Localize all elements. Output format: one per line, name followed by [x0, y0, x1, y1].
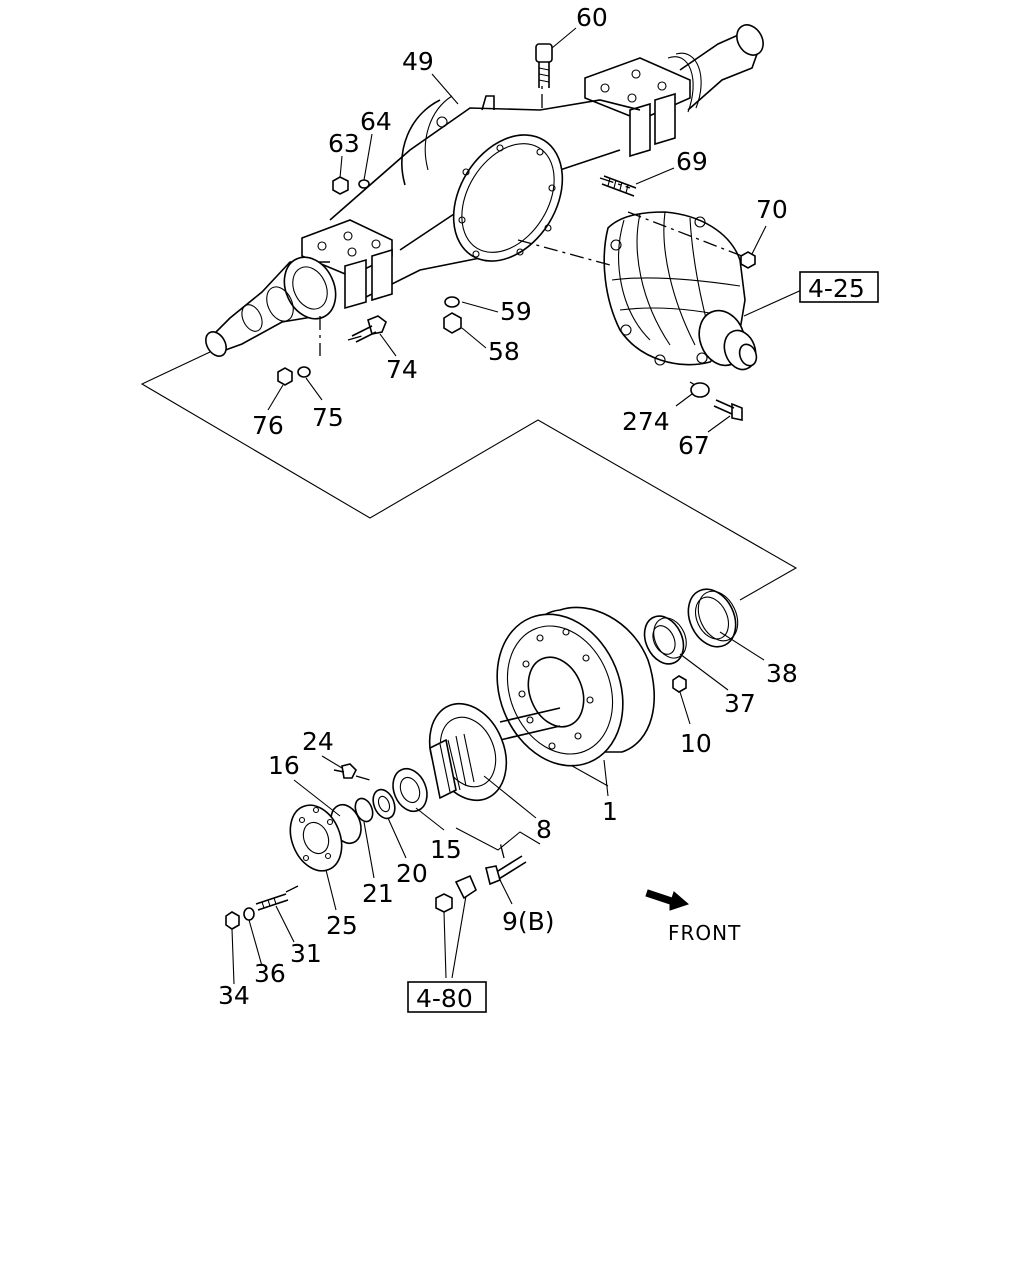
callout-69: 69	[676, 147, 708, 176]
callout-75: 75	[312, 403, 344, 432]
callout-31: 31	[290, 939, 322, 968]
callout-1: 1	[602, 797, 618, 826]
callout-67: 67	[678, 431, 710, 460]
callout-20: 20	[396, 859, 428, 888]
callout-59: 59	[500, 297, 532, 326]
callout-34: 34	[218, 981, 250, 1010]
callout-24: 24	[302, 727, 334, 756]
front-arrow-icon	[645, 889, 689, 911]
callout-36: 36	[254, 959, 286, 988]
front-direction-indicator: FRONT	[645, 889, 741, 945]
reference-4-25[interactable]: 4-25	[799, 271, 879, 303]
callout-37: 37	[724, 689, 756, 718]
callout-38: 38	[766, 659, 798, 688]
front-label: FRONT	[668, 921, 741, 945]
callout-70: 70	[756, 195, 788, 224]
callout-74: 74	[386, 355, 418, 384]
callout-10: 10	[680, 729, 712, 758]
callout-64: 64	[360, 107, 392, 136]
callout-8: 8	[536, 815, 552, 844]
callout-16: 16	[268, 751, 300, 780]
differential-carrier	[603, 211, 758, 371]
callout-labels: 60 49 64 63 69 70 59 58 74 76 75 274 67 …	[218, 3, 798, 1010]
callout-9b: 9(B)	[502, 907, 555, 936]
hub-drum-assembly	[225, 588, 739, 930]
callout-60: 60	[576, 3, 608, 32]
callout-58: 58	[488, 337, 520, 366]
callout-76: 76	[252, 411, 284, 440]
reference-4-25-label: 4-25	[808, 274, 865, 303]
reference-4-80-label: 4-80	[416, 984, 473, 1013]
callout-63: 63	[328, 129, 360, 158]
reference-4-80[interactable]: 4-80	[407, 981, 487, 1013]
callout-21: 21	[362, 879, 394, 908]
leader-lines	[231, 27, 807, 985]
callout-49: 49	[402, 47, 434, 76]
callout-15: 15	[430, 835, 462, 864]
axle-housing	[205, 24, 764, 357]
callout-25: 25	[326, 911, 358, 940]
callout-274: 274	[622, 407, 670, 436]
